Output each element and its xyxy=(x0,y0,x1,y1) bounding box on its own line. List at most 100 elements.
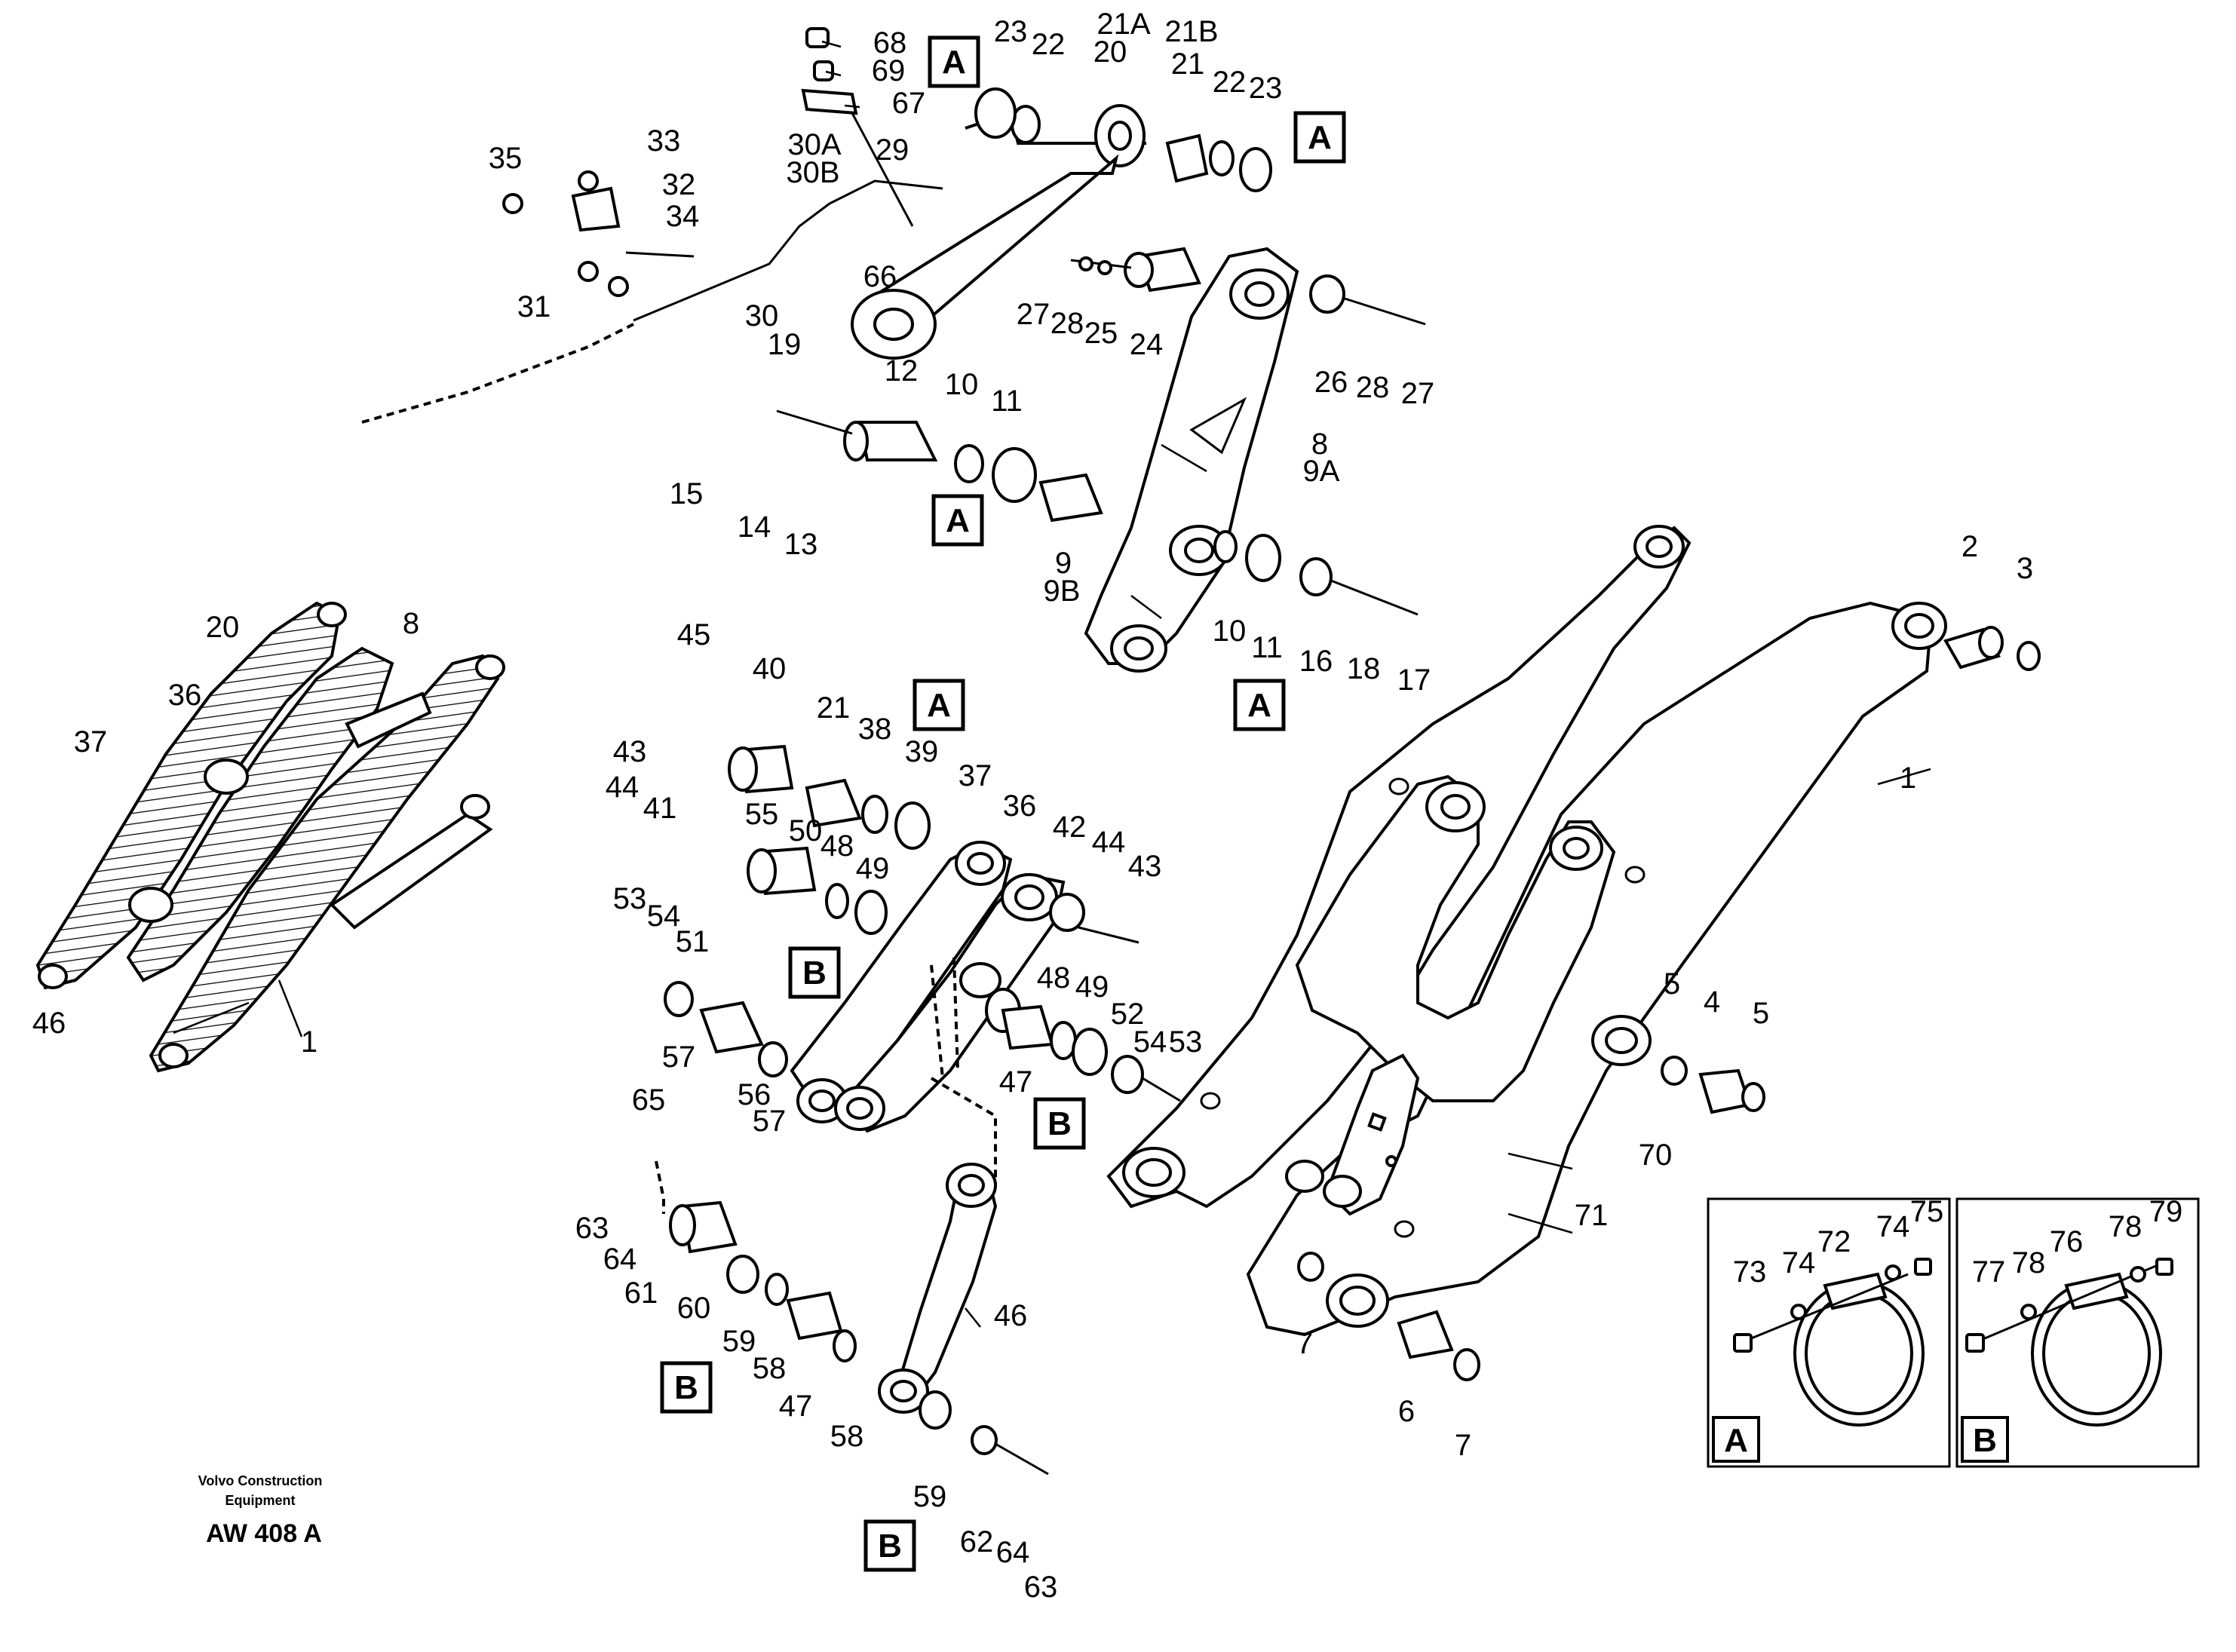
part-label: 41 xyxy=(643,792,677,825)
part-label: 54 xyxy=(647,900,681,933)
leader-line xyxy=(173,1001,250,1034)
part-label: 21 xyxy=(1171,48,1205,81)
part-label: 46 xyxy=(994,1299,1028,1332)
boxed-letter-b: B xyxy=(788,946,841,999)
part-label: 39 xyxy=(905,735,939,768)
pin-6 xyxy=(1297,1252,1480,1381)
lift-arm-1 xyxy=(1246,601,1947,1337)
pin-4 xyxy=(1661,1056,1765,1114)
part-label: 50 xyxy=(789,814,823,847)
overview-assembly xyxy=(35,601,505,1073)
part-label: 19 xyxy=(768,328,802,361)
pin-2 xyxy=(1943,626,2041,671)
part-label: 28 xyxy=(1051,307,1084,340)
part-label: 22 xyxy=(1213,66,1247,99)
detail-label: 75 xyxy=(1910,1195,1944,1228)
boxed-letter-a: A xyxy=(931,494,984,547)
part-label: 45 xyxy=(677,618,711,651)
svg-text:B: B xyxy=(674,1369,698,1406)
part-label: 42 xyxy=(1053,811,1087,844)
part-label: 63 xyxy=(575,1212,609,1245)
detail-label: 78 xyxy=(2012,1246,2046,1280)
part-label: 5 xyxy=(1753,997,1769,1030)
part-label: 27 xyxy=(1017,298,1051,331)
leader-line xyxy=(825,70,842,77)
part-label: 53 xyxy=(613,882,647,915)
svg-text:A: A xyxy=(1247,687,1271,724)
boxed-letter-a: A xyxy=(1233,679,1286,731)
part-label: 9A xyxy=(1303,455,1340,488)
svg-text:B: B xyxy=(878,1528,902,1565)
part-label: 37 xyxy=(74,725,108,759)
part-label: 44 xyxy=(1092,826,1126,859)
part-label: 64 xyxy=(996,1536,1030,1569)
part-label: 18 xyxy=(1347,652,1381,685)
part-label: 36 xyxy=(168,679,202,712)
part-label: 47 xyxy=(779,1390,813,1423)
part-label: 26 xyxy=(1314,366,1348,399)
credit-line-2: Equipment xyxy=(225,1493,296,1508)
part-label: 24 xyxy=(1130,328,1164,361)
part-label: 49 xyxy=(1075,970,1109,1004)
part-label: 36 xyxy=(1003,789,1037,823)
detail-box-letter: A xyxy=(1724,1422,1748,1459)
part-label: 5 xyxy=(1664,967,1680,1001)
part-label: 48 xyxy=(1037,961,1071,995)
part-label: 27 xyxy=(1401,377,1435,410)
part-label: 67 xyxy=(892,87,926,120)
part-label: 35 xyxy=(489,142,523,175)
part-label: 62 xyxy=(960,1525,994,1559)
boxed-letter-a: A xyxy=(1293,111,1346,164)
part-label: 54 xyxy=(1133,1025,1167,1059)
detail-box-b xyxy=(1955,1197,2200,1468)
part-label: 20 xyxy=(206,611,240,644)
pin-12 xyxy=(776,409,1103,523)
detail-label: 72 xyxy=(1817,1225,1851,1258)
part-label: 49 xyxy=(856,852,890,885)
part-label: 55 xyxy=(745,798,779,831)
part-label: 47 xyxy=(999,1065,1033,1099)
part-label: 43 xyxy=(1128,850,1162,883)
part-label: 46 xyxy=(32,1007,66,1040)
part-label: 63 xyxy=(1024,1571,1058,1604)
part-label: 33 xyxy=(647,124,681,158)
washers-16 xyxy=(1213,274,1426,616)
part-label: 44 xyxy=(606,771,640,804)
part-label: 68 xyxy=(873,26,907,60)
detail-label: 79 xyxy=(2149,1195,2183,1228)
part-label: 2 xyxy=(1961,530,1978,563)
detail-box-letter: B xyxy=(1973,1422,1997,1459)
detail-label: 74 xyxy=(1876,1210,1910,1243)
leader-line xyxy=(1508,1212,1573,1234)
part-label: 56 xyxy=(738,1078,771,1111)
part-label: 59 xyxy=(913,1480,947,1513)
part-label: 58 xyxy=(753,1352,787,1385)
pins-40-50 xyxy=(728,744,1181,1102)
leader-line xyxy=(1877,768,1931,786)
leader-line xyxy=(1161,443,1207,473)
part-label: 8 xyxy=(1311,428,1328,461)
part-label: 3 xyxy=(2017,552,2033,585)
part-label: 14 xyxy=(738,510,771,544)
part-label: 30B xyxy=(786,156,839,189)
part-label: 1 xyxy=(301,1025,317,1059)
svg-text:A: A xyxy=(1308,119,1332,156)
boxed-letter-a: A xyxy=(928,35,980,88)
pin-60 xyxy=(655,1160,1049,1476)
part-label: 11 xyxy=(1251,631,1283,664)
credit-block: Volvo Construction Equipment AW 408 A xyxy=(198,1473,323,1548)
part-label: 32 xyxy=(662,168,696,201)
detail-label: 77 xyxy=(1972,1255,2006,1289)
leader-line xyxy=(844,104,860,109)
svg-text:B: B xyxy=(802,955,827,992)
leader-line xyxy=(278,979,303,1037)
part-label: 1 xyxy=(1900,762,1916,795)
part-label: 66 xyxy=(863,260,897,293)
svg-text:B: B xyxy=(1047,1105,1072,1142)
part-label: 70 xyxy=(1639,1139,1673,1172)
detail-label: 78 xyxy=(2109,1210,2142,1243)
leader-line xyxy=(1130,595,1162,619)
part-label: 11 xyxy=(991,385,1023,418)
